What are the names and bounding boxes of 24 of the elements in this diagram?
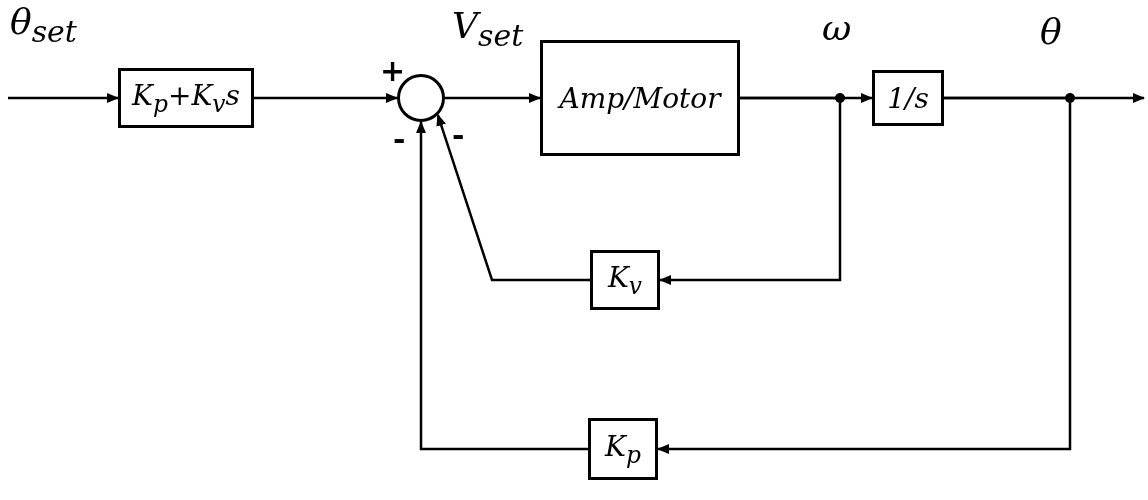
- sign-label: -: [393, 124, 406, 154]
- arrow: [657, 96, 1072, 454]
- block-text: 1/s: [887, 81, 929, 115]
- block-box: [872, 70, 944, 126]
- block-box: [540, 40, 740, 156]
- block-text: K$_{p}$: [605, 429, 641, 469]
- arrow: [8, 93, 119, 103]
- block-text: K$_{v}$: [607, 260, 643, 300]
- signal-label: ω: [822, 10, 852, 46]
- sign-label: +: [380, 56, 406, 86]
- signal-label: θ: [1040, 14, 1062, 50]
- block-box: [118, 68, 254, 128]
- arrow: [659, 96, 842, 285]
- sign-label: -: [452, 120, 465, 150]
- signal-label: V$_{set}$: [452, 8, 524, 52]
- signal-label: θ$_{set}$: [10, 4, 77, 48]
- block-text: K$_{p}$+K$_{v}$s: [132, 78, 240, 118]
- arrow: [416, 121, 588, 451]
- block-box: [590, 250, 660, 310]
- arrow: [436, 113, 590, 282]
- arrow: [254, 93, 398, 103]
- block-text: Amp/Motor: [559, 81, 721, 115]
- block-box: [588, 418, 658, 480]
- arrow: [445, 93, 541, 103]
